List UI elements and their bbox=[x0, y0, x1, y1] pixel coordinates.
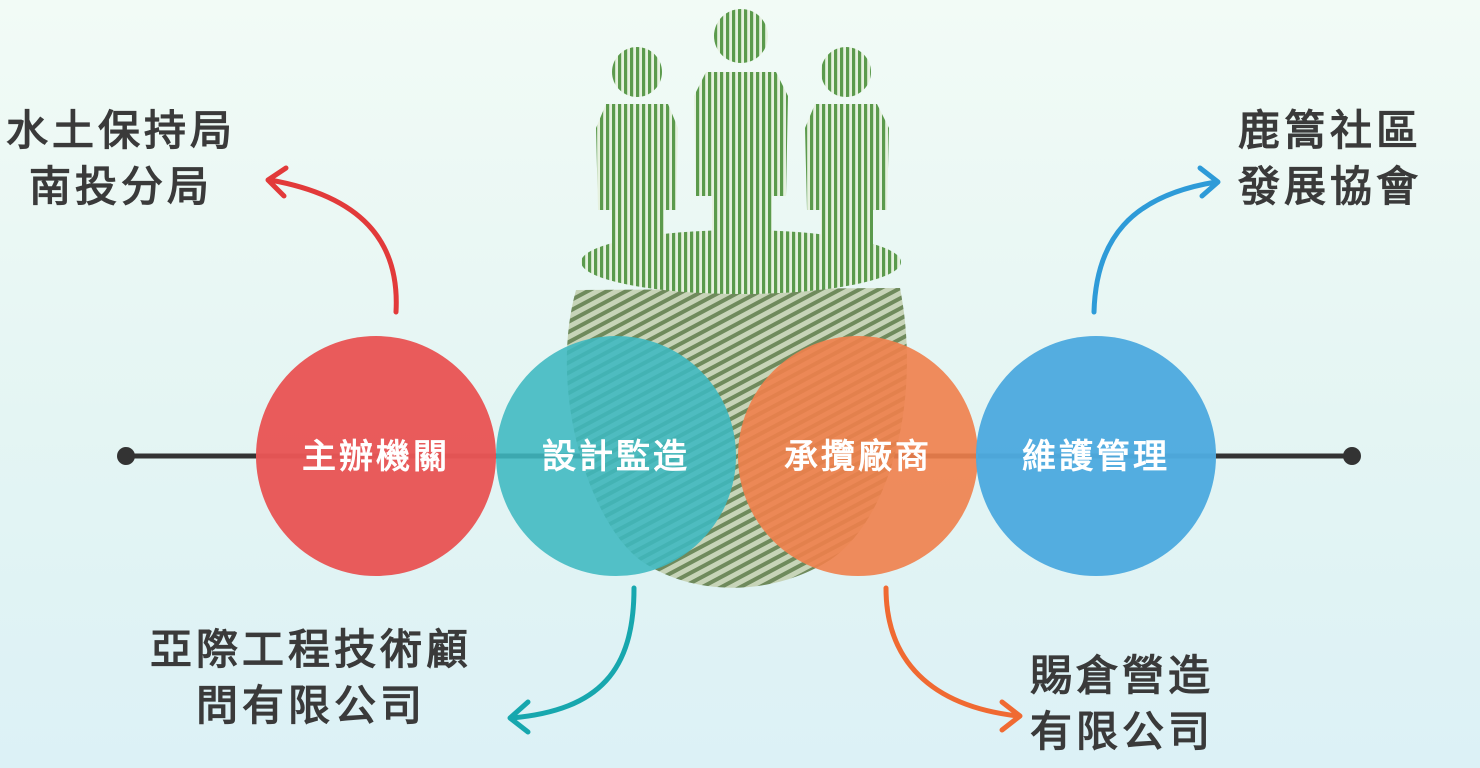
org-maintainer-line1: 鹿篙社區 bbox=[1238, 106, 1423, 155]
org-maintainer-line2: 發展協會 bbox=[1238, 162, 1423, 211]
timeline-start-dot bbox=[117, 447, 135, 465]
role-label-contractor: 承攬廠商 bbox=[784, 437, 932, 477]
arrow-authority bbox=[265, 165, 399, 315]
arrow-designer bbox=[507, 585, 637, 735]
org-label-maintainer: 鹿篙社區 發展協會 bbox=[1238, 103, 1422, 215]
org-authority-line1: 水土保持局 bbox=[6, 106, 237, 155]
role-label-designer: 設計監造 bbox=[542, 437, 690, 477]
org-contractor-line2: 有限公司 bbox=[1030, 707, 1215, 756]
org-label-designer: 亞際工程技術顧 問有限公司 bbox=[150, 622, 472, 734]
role-label-authority: 主辦機關 bbox=[302, 437, 450, 477]
arrow-contractor bbox=[883, 585, 1023, 733]
org-contractor-line1: 賜倉營造 bbox=[1030, 651, 1215, 700]
org-label-contractor: 賜倉營造 有限公司 bbox=[1030, 648, 1214, 760]
role-label-maintainer: 維護管理 bbox=[1022, 437, 1170, 477]
org-authority-line2: 南投分局 bbox=[29, 162, 214, 211]
role-circle-designer: 設計監造 bbox=[496, 336, 736, 576]
org-designer-line1: 亞際工程技術顧 bbox=[150, 625, 473, 674]
org-designer-line2: 問有限公司 bbox=[196, 681, 427, 730]
timeline-end-dot bbox=[1343, 447, 1361, 465]
arrow-maintainer bbox=[1091, 165, 1221, 315]
role-circle-authority: 主辦機關 bbox=[256, 336, 496, 576]
role-circle-contractor: 承攬廠商 bbox=[738, 336, 978, 576]
org-label-authority: 水土保持局 南投分局 bbox=[6, 103, 236, 215]
role-circle-maintainer: 維護管理 bbox=[976, 336, 1216, 576]
